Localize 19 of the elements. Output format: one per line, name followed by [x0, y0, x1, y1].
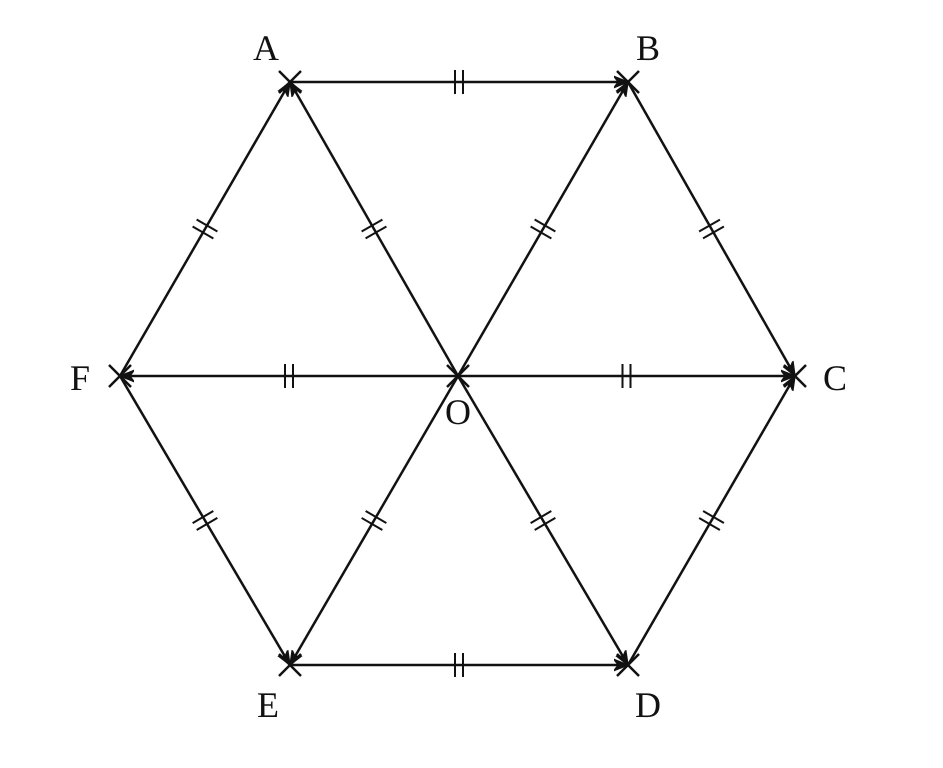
vector-arrow: [288, 81, 460, 377]
point-label: O: [443, 394, 473, 430]
vector-arrow: [119, 370, 458, 382]
point-label: A: [251, 30, 281, 66]
point-label: B: [633, 30, 663, 66]
vector-arrow: [626, 375, 796, 666]
point-label: D: [633, 687, 663, 723]
vector-arrow: [458, 370, 796, 382]
vector-arrow: [118, 375, 292, 666]
vector-arrow: [626, 81, 796, 377]
vector-arrow: [288, 375, 460, 666]
vector-arrow: [456, 81, 630, 377]
point-label: E: [253, 687, 283, 723]
vector-arrow: [456, 375, 630, 666]
point-label: C: [820, 360, 850, 396]
point-label: F: [65, 360, 95, 396]
vector-arrow: [290, 76, 629, 88]
vector-arrow: [118, 81, 292, 377]
vector-arrow: [290, 658, 629, 672]
